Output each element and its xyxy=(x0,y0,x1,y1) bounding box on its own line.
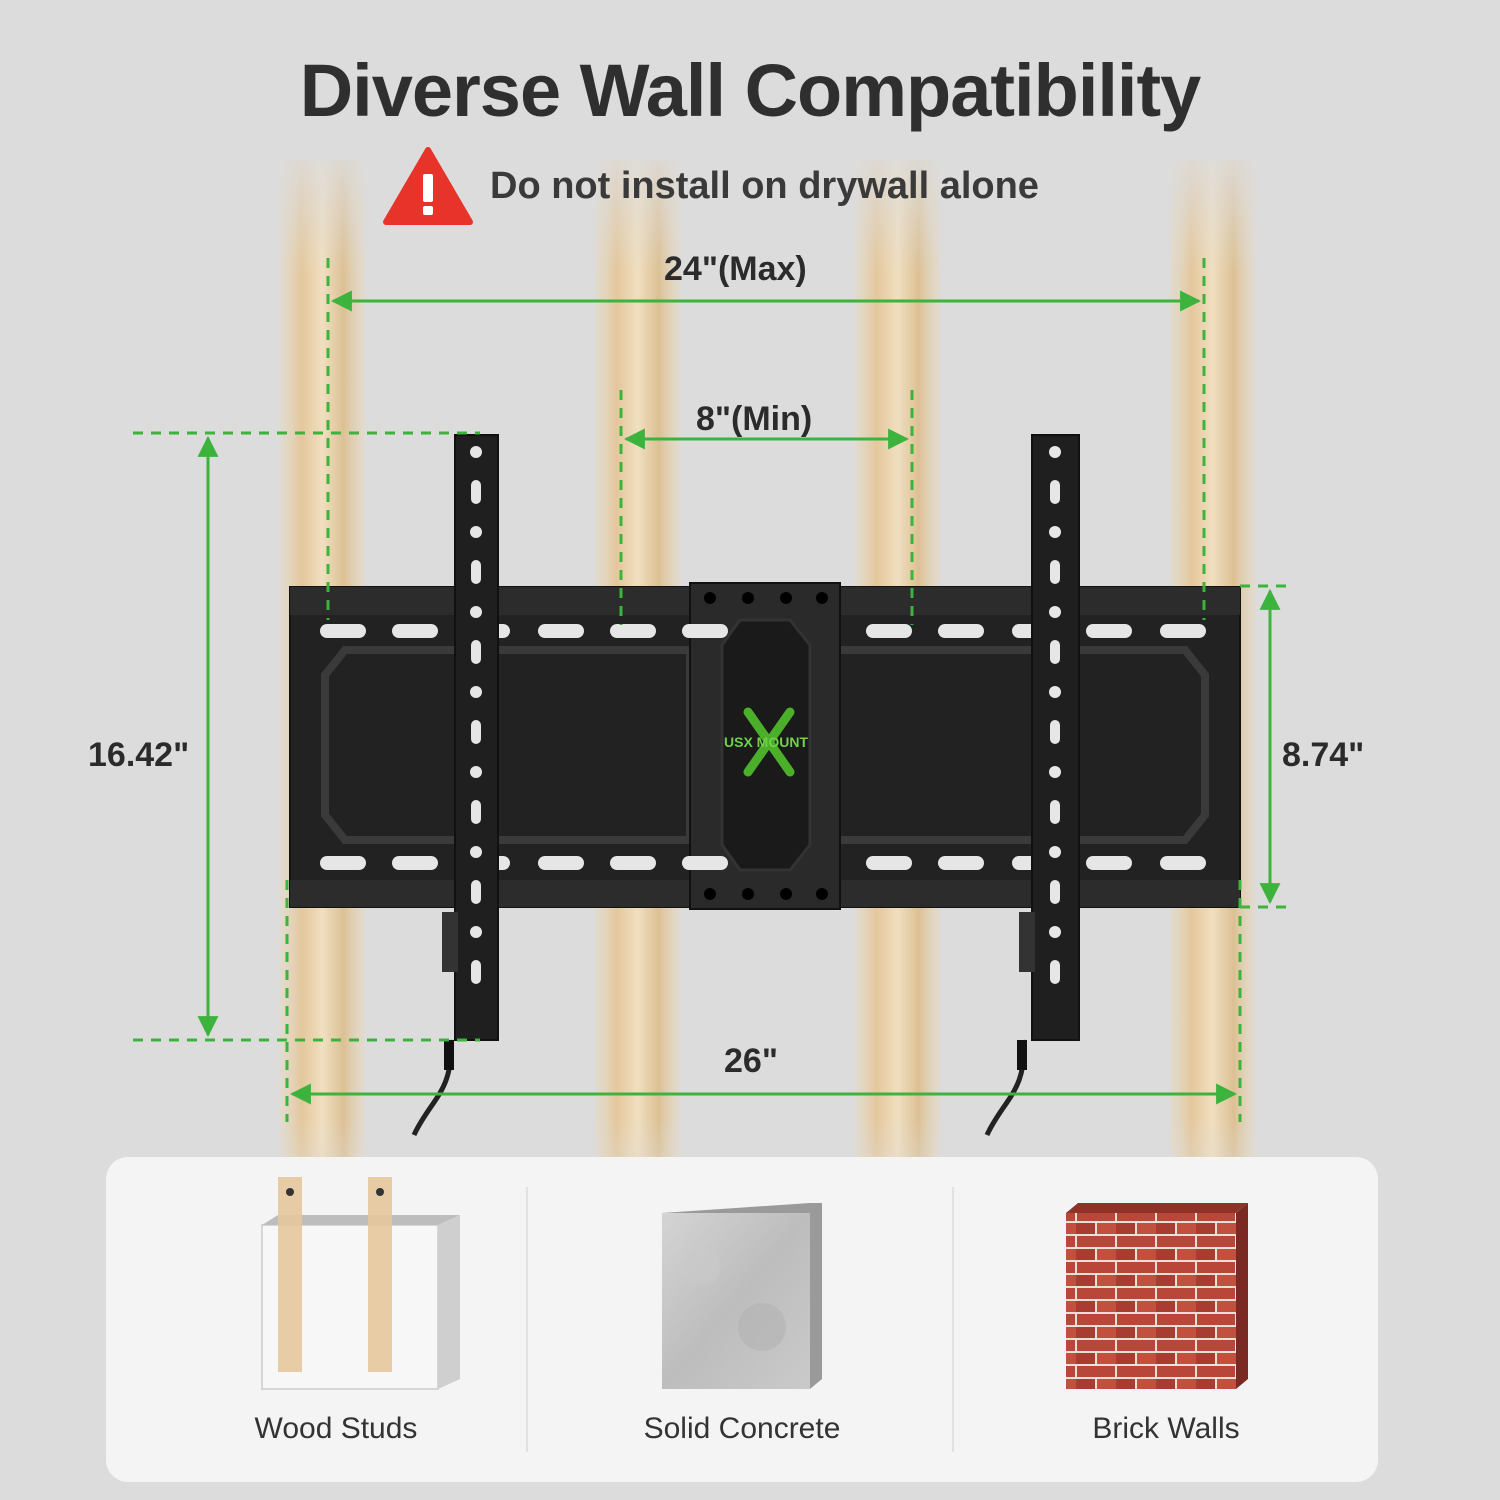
bolt xyxy=(780,592,792,604)
slot xyxy=(682,856,728,870)
arm-slot xyxy=(1050,720,1060,744)
dim-min-spacing: 8"(Min) xyxy=(696,400,813,438)
divider xyxy=(952,1187,954,1452)
arm-slot xyxy=(471,720,481,744)
arm-hole xyxy=(470,446,482,458)
wall-type-label: Brick Walls xyxy=(1092,1412,1240,1445)
arm-slot xyxy=(471,640,481,664)
bolt xyxy=(742,888,754,900)
slot xyxy=(610,624,656,638)
dim-plate-width: 26" xyxy=(724,1042,778,1080)
slot xyxy=(538,624,584,638)
warning-text: Do not install on drywall alone xyxy=(490,164,1039,207)
bolt xyxy=(704,888,716,900)
divider xyxy=(526,1187,528,1452)
arm-hole xyxy=(1049,926,1061,938)
arm-slot xyxy=(1050,880,1060,904)
slot xyxy=(866,624,912,638)
dim-plate-height: 8.74" xyxy=(1282,736,1365,774)
arm-hole xyxy=(470,926,482,938)
wall-type-card-wood: Wood Studs xyxy=(126,1157,546,1482)
center-bolts xyxy=(704,592,828,900)
wood-studs-icon xyxy=(261,1177,460,1390)
arm-hole xyxy=(1049,846,1061,858)
warning-triangle-icon xyxy=(383,147,473,225)
slot xyxy=(610,856,656,870)
slot xyxy=(938,624,984,638)
arm-slot xyxy=(1050,800,1060,824)
bolt xyxy=(704,592,716,604)
arm-slot xyxy=(1050,960,1060,984)
slot xyxy=(1086,624,1132,638)
concrete-block-icon xyxy=(662,1203,822,1389)
arm-slot xyxy=(471,480,481,504)
arm-hole xyxy=(470,846,482,858)
warning-row: Do not install on drywall alone xyxy=(380,148,1039,224)
slot xyxy=(1086,856,1132,870)
slot xyxy=(682,624,728,638)
usx-mount-logo-icon: USX MOUNT xyxy=(724,707,808,777)
slot xyxy=(320,624,366,638)
right-arm xyxy=(984,434,1080,1137)
bolt xyxy=(780,888,792,900)
arm-hole xyxy=(1049,526,1061,538)
arm-slot xyxy=(1050,480,1060,504)
bolt xyxy=(816,592,828,604)
arm-slot xyxy=(471,800,481,824)
dim-max-spacing: 24"(Max) xyxy=(664,250,807,288)
warning-icon-spacer xyxy=(380,148,470,224)
slot xyxy=(1160,624,1206,638)
arm-hole xyxy=(470,526,482,538)
slot xyxy=(392,856,438,870)
bolt xyxy=(742,592,754,604)
arm-slot xyxy=(471,880,481,904)
brick-wall-icon xyxy=(1066,1203,1248,1389)
arm-hole xyxy=(470,766,482,778)
arm-slot xyxy=(1050,560,1060,584)
wall-type-label: Wood Studs xyxy=(254,1412,418,1445)
svg-text:USX MOUNT: USX MOUNT xyxy=(724,734,808,750)
arm-hole xyxy=(1049,686,1061,698)
dimension-lines xyxy=(133,258,1288,1122)
arm-hole xyxy=(470,686,482,698)
arm-hole xyxy=(1049,446,1061,458)
wall-type-label: Solid Concrete xyxy=(643,1412,841,1445)
slot xyxy=(392,624,438,638)
wall-types-panel: Wood Studs Solid Concrete Brick Walls xyxy=(106,1157,1378,1482)
wall-type-card-brick: Brick Walls xyxy=(956,1157,1376,1482)
slot xyxy=(866,856,912,870)
dim-bracket-height: 16.42" xyxy=(88,736,190,774)
slot xyxy=(1160,856,1206,870)
slot xyxy=(938,856,984,870)
arm-hole xyxy=(1049,606,1061,618)
bolt xyxy=(816,888,828,900)
wall-type-card-concrete: Solid Concrete xyxy=(532,1157,952,1482)
arm-hole xyxy=(1049,766,1061,778)
slot xyxy=(320,856,366,870)
arm-slot xyxy=(471,560,481,584)
page-title: Diverse Wall Compatibility xyxy=(299,49,1202,132)
arm-slot xyxy=(471,960,481,984)
slot xyxy=(538,856,584,870)
arm-hole xyxy=(470,606,482,618)
arm-slot xyxy=(1050,640,1060,664)
